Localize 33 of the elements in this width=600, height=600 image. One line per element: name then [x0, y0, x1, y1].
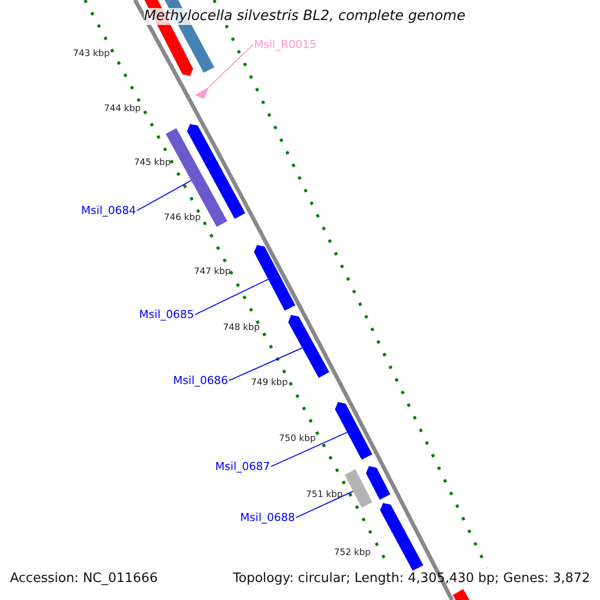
gene-block	[254, 245, 296, 311]
leader-line	[296, 490, 354, 518]
gene-marker	[195, 87, 209, 99]
leader-line	[270, 432, 348, 468]
gene-block	[344, 469, 372, 508]
tick-label: 744 kbp	[104, 104, 141, 115]
footer-text: Topology: circular; Length: 4,305,430 bp; Genes: 3,872	[232, 571, 590, 587]
tick-label: 751 kbp	[306, 490, 343, 501]
tick-label: 750 kbp	[279, 434, 316, 445]
leader-line	[228, 347, 303, 382]
tick-label: 747 kbp	[194, 267, 231, 278]
gene-block	[380, 503, 424, 571]
tick-label: 752 kbp	[334, 548, 371, 559]
leader-line	[194, 278, 269, 316]
gene-label: Msil_0685	[139, 308, 194, 322]
tick-label: 743 kbp	[73, 49, 110, 60]
gene-block	[452, 589, 472, 600]
gene-label: Msil_R0015	[254, 38, 316, 52]
gene-block	[288, 315, 330, 378]
footer-text: Accession: NC_011666	[10, 571, 158, 587]
gene-block	[366, 466, 390, 500]
tick-label: 748 kbp	[223, 323, 260, 334]
title: Methylocella silvestris BL2, complete genome	[144, 8, 466, 25]
gene-block	[335, 402, 372, 460]
gene-label: Msil_0684	[81, 204, 136, 218]
tick-label: 749 kbp	[251, 378, 288, 389]
tick-label: 745 kbp	[134, 158, 171, 169]
leader-line	[208, 44, 254, 88]
gene-label: Msil_0686	[173, 374, 228, 388]
gene-label: Msil_0687	[215, 460, 270, 474]
tick-label: 746 kbp	[164, 213, 201, 224]
leader-line	[136, 180, 192, 212]
gene-label: Msil_0688	[240, 511, 295, 524]
